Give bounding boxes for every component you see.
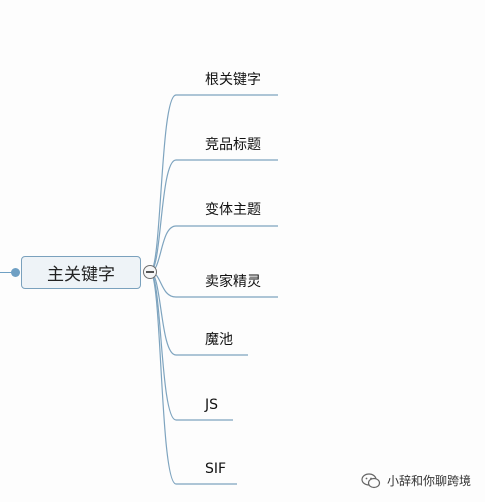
branch-topic-label[interactable]: JS [205, 397, 219, 413]
watermark-text: 小辞和你聊跨境 [387, 474, 472, 488]
branch-connector [149, 271, 237, 485]
branch-topic-label[interactable]: 魔池 [205, 332, 233, 348]
branch-connector [149, 94, 278, 273]
branch-topic-label[interactable]: 变体主题 [205, 202, 261, 218]
root-topic-label: 主关键字 [47, 265, 115, 285]
root-topic-node[interactable]: 主关键字 [21, 256, 141, 289]
incoming-connector-line [0, 272, 12, 273]
wechat-icon [361, 472, 381, 488]
branch-topic-label[interactable]: 竞品标题 [205, 137, 261, 153]
incoming-connector-dot[interactable] [11, 268, 20, 277]
watermark: 小辞和你聊跨境 [361, 472, 471, 489]
branch-topic-label[interactable]: SIF [205, 461, 227, 477]
collapse-toggle-icon[interactable] [143, 265, 157, 279]
branch-connector [149, 271, 233, 421]
branch-topic-label[interactable]: 卖家精灵 [205, 274, 261, 290]
branch-connector [149, 225, 278, 273]
branch-topic-label[interactable]: 根关键字 [205, 72, 261, 88]
